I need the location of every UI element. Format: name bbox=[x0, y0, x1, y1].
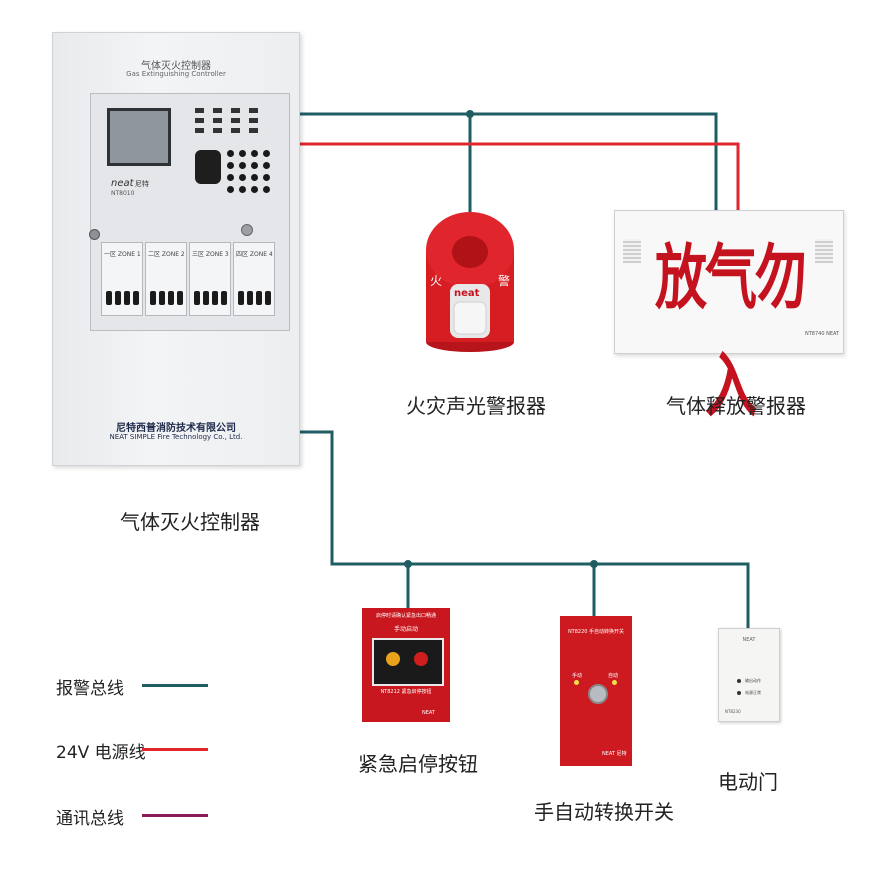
legend-comm-line bbox=[142, 814, 208, 817]
legend-power-line bbox=[142, 748, 208, 751]
junction-dot bbox=[590, 560, 598, 568]
horn-left-char: 火 bbox=[430, 274, 443, 288]
horn-strobe-graphic bbox=[426, 212, 514, 352]
navigation-pad[interactable] bbox=[195, 150, 221, 184]
zone-module-3: 三区 ZONE 3 bbox=[189, 242, 231, 316]
gas-sign-text: 放气勿入 bbox=[654, 238, 807, 428]
gas-release-warning-sign: 放气勿入 NT8740 NEAT bbox=[614, 210, 844, 428]
switch-brand: NEAT 尼特 bbox=[602, 751, 627, 757]
electric-door-module: NEAT 输出动作 电源正常 NT8230 bbox=[718, 628, 780, 722]
power-line bbox=[298, 142, 740, 212]
door-led1-label: 输出动作 bbox=[745, 678, 761, 683]
estop-bottom-text: NT8212 紧急启停按钮 bbox=[380, 689, 432, 695]
legend-alarm-bus-line bbox=[142, 684, 208, 687]
controller-company-cn: 尼特西普消防技术有限公司 bbox=[116, 423, 236, 434]
manual-led bbox=[574, 680, 579, 685]
legend-alarm-bus-label: 报警总线 bbox=[56, 679, 124, 699]
controller-company-en: NEAT SIMPLE Fire Technology Co., Ltd. bbox=[109, 433, 243, 441]
controller-label: 气体灭火控制器 bbox=[120, 510, 260, 534]
lcd-screen bbox=[107, 108, 171, 166]
horn-right-char: 警 bbox=[498, 274, 511, 288]
switch-left-mode: 手动 bbox=[572, 673, 583, 679]
speaker-grille-left bbox=[623, 239, 641, 263]
door-module-label: 电动门 bbox=[718, 770, 778, 794]
auto-switch-label: 手自动转换开关 bbox=[534, 800, 674, 824]
door-model: NT8230 bbox=[725, 709, 741, 714]
controller-brand-cn: 尼特 bbox=[135, 180, 149, 188]
zone-module-4: 四区 ZONE 4 bbox=[233, 242, 275, 316]
zone-label: 三区 ZONE 3 bbox=[192, 251, 229, 258]
start-button[interactable] bbox=[386, 652, 400, 666]
stop-button[interactable] bbox=[414, 652, 428, 666]
estop-brand: NEAT bbox=[422, 710, 435, 716]
status-led-grid bbox=[195, 108, 267, 146]
gas-sign-model: NT8740 NEAT bbox=[805, 331, 840, 337]
controller-title-cn: 气体灭火控制器 bbox=[141, 61, 211, 72]
output-led bbox=[737, 679, 741, 683]
door-lock[interactable] bbox=[89, 229, 100, 240]
legend-power-label: 24V 电源线 bbox=[56, 743, 146, 763]
keypad[interactable] bbox=[227, 150, 277, 198]
manual-auto-switch[interactable]: NT8220 手自动转换开关 手动 自动 NEAT 尼特 bbox=[560, 616, 632, 766]
key-switch-knob[interactable] bbox=[588, 684, 608, 704]
horn-strobe-label: 火灾声光警报器 bbox=[406, 394, 546, 418]
alarm-bus-top bbox=[298, 112, 718, 210]
estop-window bbox=[372, 638, 444, 686]
controller-model: NT8010 bbox=[111, 190, 135, 197]
emergency-start-stop-button[interactable]: 启停时请确认紧急出口畅通 手动启动 NT8212 紧急启停按钮 NEAT bbox=[362, 608, 450, 722]
speaker-grille-right bbox=[815, 239, 833, 263]
horn-brand: neat bbox=[454, 288, 480, 299]
controller-front-panel: neat 尼特 NT8010 一区 ZONE 1 二区 ZONE 2 三区 bbox=[90, 93, 290, 331]
zone-label: 二区 ZONE 2 bbox=[148, 251, 185, 258]
zone-module-1: 一区 ZONE 1 bbox=[101, 242, 143, 316]
switch-top-text: NT8220 手自动转换开关 bbox=[567, 629, 625, 635]
power-led bbox=[737, 691, 741, 695]
zone-label: 一区 ZONE 1 bbox=[104, 251, 141, 258]
zone-module-2: 二区 ZONE 2 bbox=[145, 242, 187, 316]
door-led2-label: 电源正常 bbox=[745, 690, 761, 695]
gas-sign-label: 气体释放警报器 bbox=[666, 394, 806, 418]
junction-dot bbox=[466, 110, 474, 118]
switch-right-mode: 自动 bbox=[608, 673, 619, 679]
junction-dot bbox=[404, 560, 412, 568]
estop-top-text: 启停时请确认紧急出口畅通 bbox=[375, 613, 436, 619]
alarm-bus-bottom bbox=[298, 430, 750, 628]
gas-extinguishing-controller: 气体灭火控制器 Gas Extinguishing Controller nea… bbox=[52, 32, 300, 466]
fire-horn-strobe: 火 警 neat bbox=[418, 210, 522, 358]
estop-subtitle: 手动启动 bbox=[393, 626, 418, 633]
legend-comm-label: 通讯总线 bbox=[56, 809, 124, 829]
zone-label: 四区 ZONE 4 bbox=[236, 251, 273, 258]
door-brand: NEAT bbox=[742, 637, 756, 643]
estop-label: 紧急启停按钮 bbox=[358, 752, 478, 776]
controller-brand: neat bbox=[111, 178, 134, 189]
key-switch[interactable] bbox=[241, 224, 253, 236]
auto-led bbox=[612, 680, 617, 685]
controller-title-en: Gas Extinguishing Controller bbox=[126, 70, 226, 78]
